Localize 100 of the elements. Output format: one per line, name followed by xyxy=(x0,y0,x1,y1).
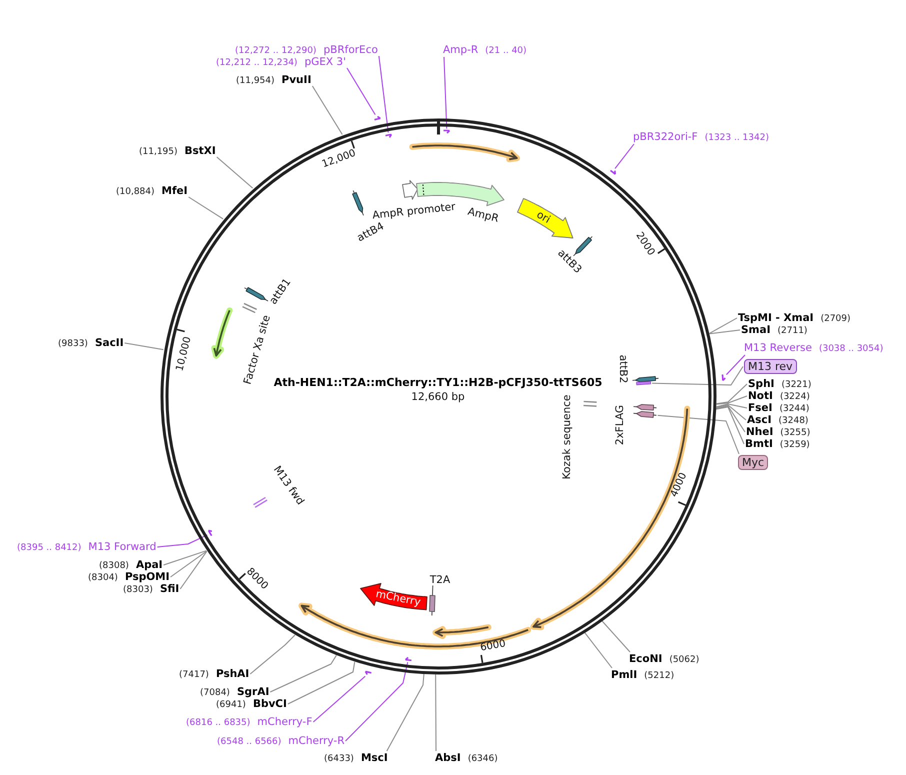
primer-position: (21 .. 40) xyxy=(485,45,527,57)
leader-line xyxy=(345,662,408,742)
primer-name: M13 Forward xyxy=(88,541,156,553)
enzyme-name: SfiI xyxy=(160,583,180,595)
site-position: (2709) xyxy=(820,313,851,325)
primer-position: (6548 .. 6566) xyxy=(217,736,282,748)
site-position: (2711) xyxy=(778,325,808,337)
enzyme-name: MscI xyxy=(360,752,388,764)
leader-line xyxy=(652,366,744,386)
leader-line xyxy=(312,86,343,135)
enzyme-name: ApaI xyxy=(136,559,163,571)
feature-label: Kozak sequence xyxy=(562,394,574,480)
primer-position: (8395 .. 8412) xyxy=(17,542,82,554)
enzyme-name: SgrAI xyxy=(236,686,270,698)
enzyme-name: SphI xyxy=(748,378,774,390)
leader-line xyxy=(250,634,296,674)
feature-label: Factor Xa site xyxy=(242,314,274,386)
leader-line xyxy=(163,550,207,566)
feature-label: mCherry xyxy=(374,589,422,609)
enzyme-name: NotI xyxy=(748,390,773,402)
feature-label: 2xFLAG xyxy=(615,404,627,446)
feature-label: T2A xyxy=(430,575,450,587)
feature-tag: Myc xyxy=(738,455,768,470)
site-position: (3259) xyxy=(780,439,810,451)
leader-line xyxy=(716,404,748,408)
leader-line xyxy=(386,674,424,752)
site-position: (6433) xyxy=(324,753,354,765)
enzyme-name: TspMI - XmaI xyxy=(738,312,814,324)
site-position: (5212) xyxy=(644,670,674,682)
site-position: (3224) xyxy=(780,391,810,403)
site-position: (7084) xyxy=(200,687,230,699)
primer-name: pBRforEco xyxy=(323,44,378,56)
leader-line xyxy=(216,156,254,189)
leader-line xyxy=(170,550,208,578)
primer-position: (12,272 .. 12,290) xyxy=(235,45,316,57)
primer-name: pGEX 3' xyxy=(304,56,346,68)
primer-name: pBR322ori-F xyxy=(633,131,698,143)
enzyme-name: BbvCI xyxy=(252,698,287,710)
enzyme-name: FseI xyxy=(748,402,772,414)
leader-line xyxy=(435,674,436,752)
scale-label: 6000 xyxy=(480,638,506,654)
feature-tag: M13 rev xyxy=(744,359,797,374)
leader-line xyxy=(346,68,376,116)
plasmid-length: 12,660 bp xyxy=(411,392,465,404)
feature-label: attB2 xyxy=(616,354,628,384)
leader-line xyxy=(312,676,366,722)
leader-line xyxy=(709,330,740,334)
site-position: (11,195) xyxy=(139,146,178,158)
primer-name: mCherry-F xyxy=(257,716,312,728)
primer-name: Amp-R xyxy=(443,44,478,56)
leader-line xyxy=(716,406,744,444)
leader-line xyxy=(716,404,746,420)
site-position: (3221) xyxy=(781,379,812,391)
site-position: (5062) xyxy=(669,654,700,666)
primer-position: (3038 .. 3054) xyxy=(818,343,884,355)
leader-line xyxy=(188,196,224,220)
site-position: (7417) xyxy=(179,669,209,681)
leader-line xyxy=(444,56,448,130)
feature-label: AmpR promoter xyxy=(372,202,456,222)
leader-line xyxy=(270,654,337,692)
site-position: (8304) xyxy=(88,572,118,584)
leader-line xyxy=(156,534,208,548)
enzyme-name: PspOMI xyxy=(124,571,170,583)
leader-line xyxy=(716,384,748,404)
enzyme-name: PvuII xyxy=(282,74,312,86)
leader-line xyxy=(602,620,630,652)
primer-position: (12,212 .. 12,234) xyxy=(216,57,298,69)
leader-line xyxy=(708,318,738,334)
leader-line xyxy=(180,550,208,590)
leader-line xyxy=(124,342,164,350)
site-position: (9833) xyxy=(58,338,88,350)
enzyme-name: AbsI xyxy=(435,752,461,764)
leader-line xyxy=(726,354,746,376)
leader-line xyxy=(657,414,740,454)
leader-line xyxy=(716,396,748,405)
leader-line xyxy=(287,661,356,704)
enzyme-name: BmtI xyxy=(745,438,773,450)
leader-line xyxy=(378,56,389,134)
site-position: (6941) xyxy=(216,699,246,711)
enzyme-name: PshAI xyxy=(216,668,250,680)
enzyme-name: PmlI xyxy=(611,669,638,681)
primer-position: (1323 .. 1342) xyxy=(704,132,769,144)
enzyme-name: SacII xyxy=(94,337,124,349)
site-position: (3244) xyxy=(779,403,810,415)
site-position: (3248) xyxy=(778,415,808,427)
leader-line xyxy=(584,632,612,668)
site-position: (6346) xyxy=(468,753,498,765)
enzyme-name: BstXI xyxy=(184,145,216,157)
leader-line xyxy=(614,144,634,170)
plasmid-name: Ath-HEN1::T2A::mCherry::TY1::H2B-pCFJ350-ttTS605 xyxy=(274,376,602,390)
site-position: (8303) xyxy=(123,584,153,596)
feature-label: ori xyxy=(534,210,552,226)
site-position: (8308) xyxy=(99,560,129,572)
enzyme-name: MfeI xyxy=(162,185,188,197)
leader-line xyxy=(716,406,746,432)
site-position: (11,954) xyxy=(236,75,275,87)
enzyme-name: AscI xyxy=(747,414,772,426)
primer-position: (6816 .. 6835) xyxy=(186,717,250,729)
scale-label: 10,000 xyxy=(174,336,194,372)
site-position: (3255) xyxy=(780,427,810,439)
